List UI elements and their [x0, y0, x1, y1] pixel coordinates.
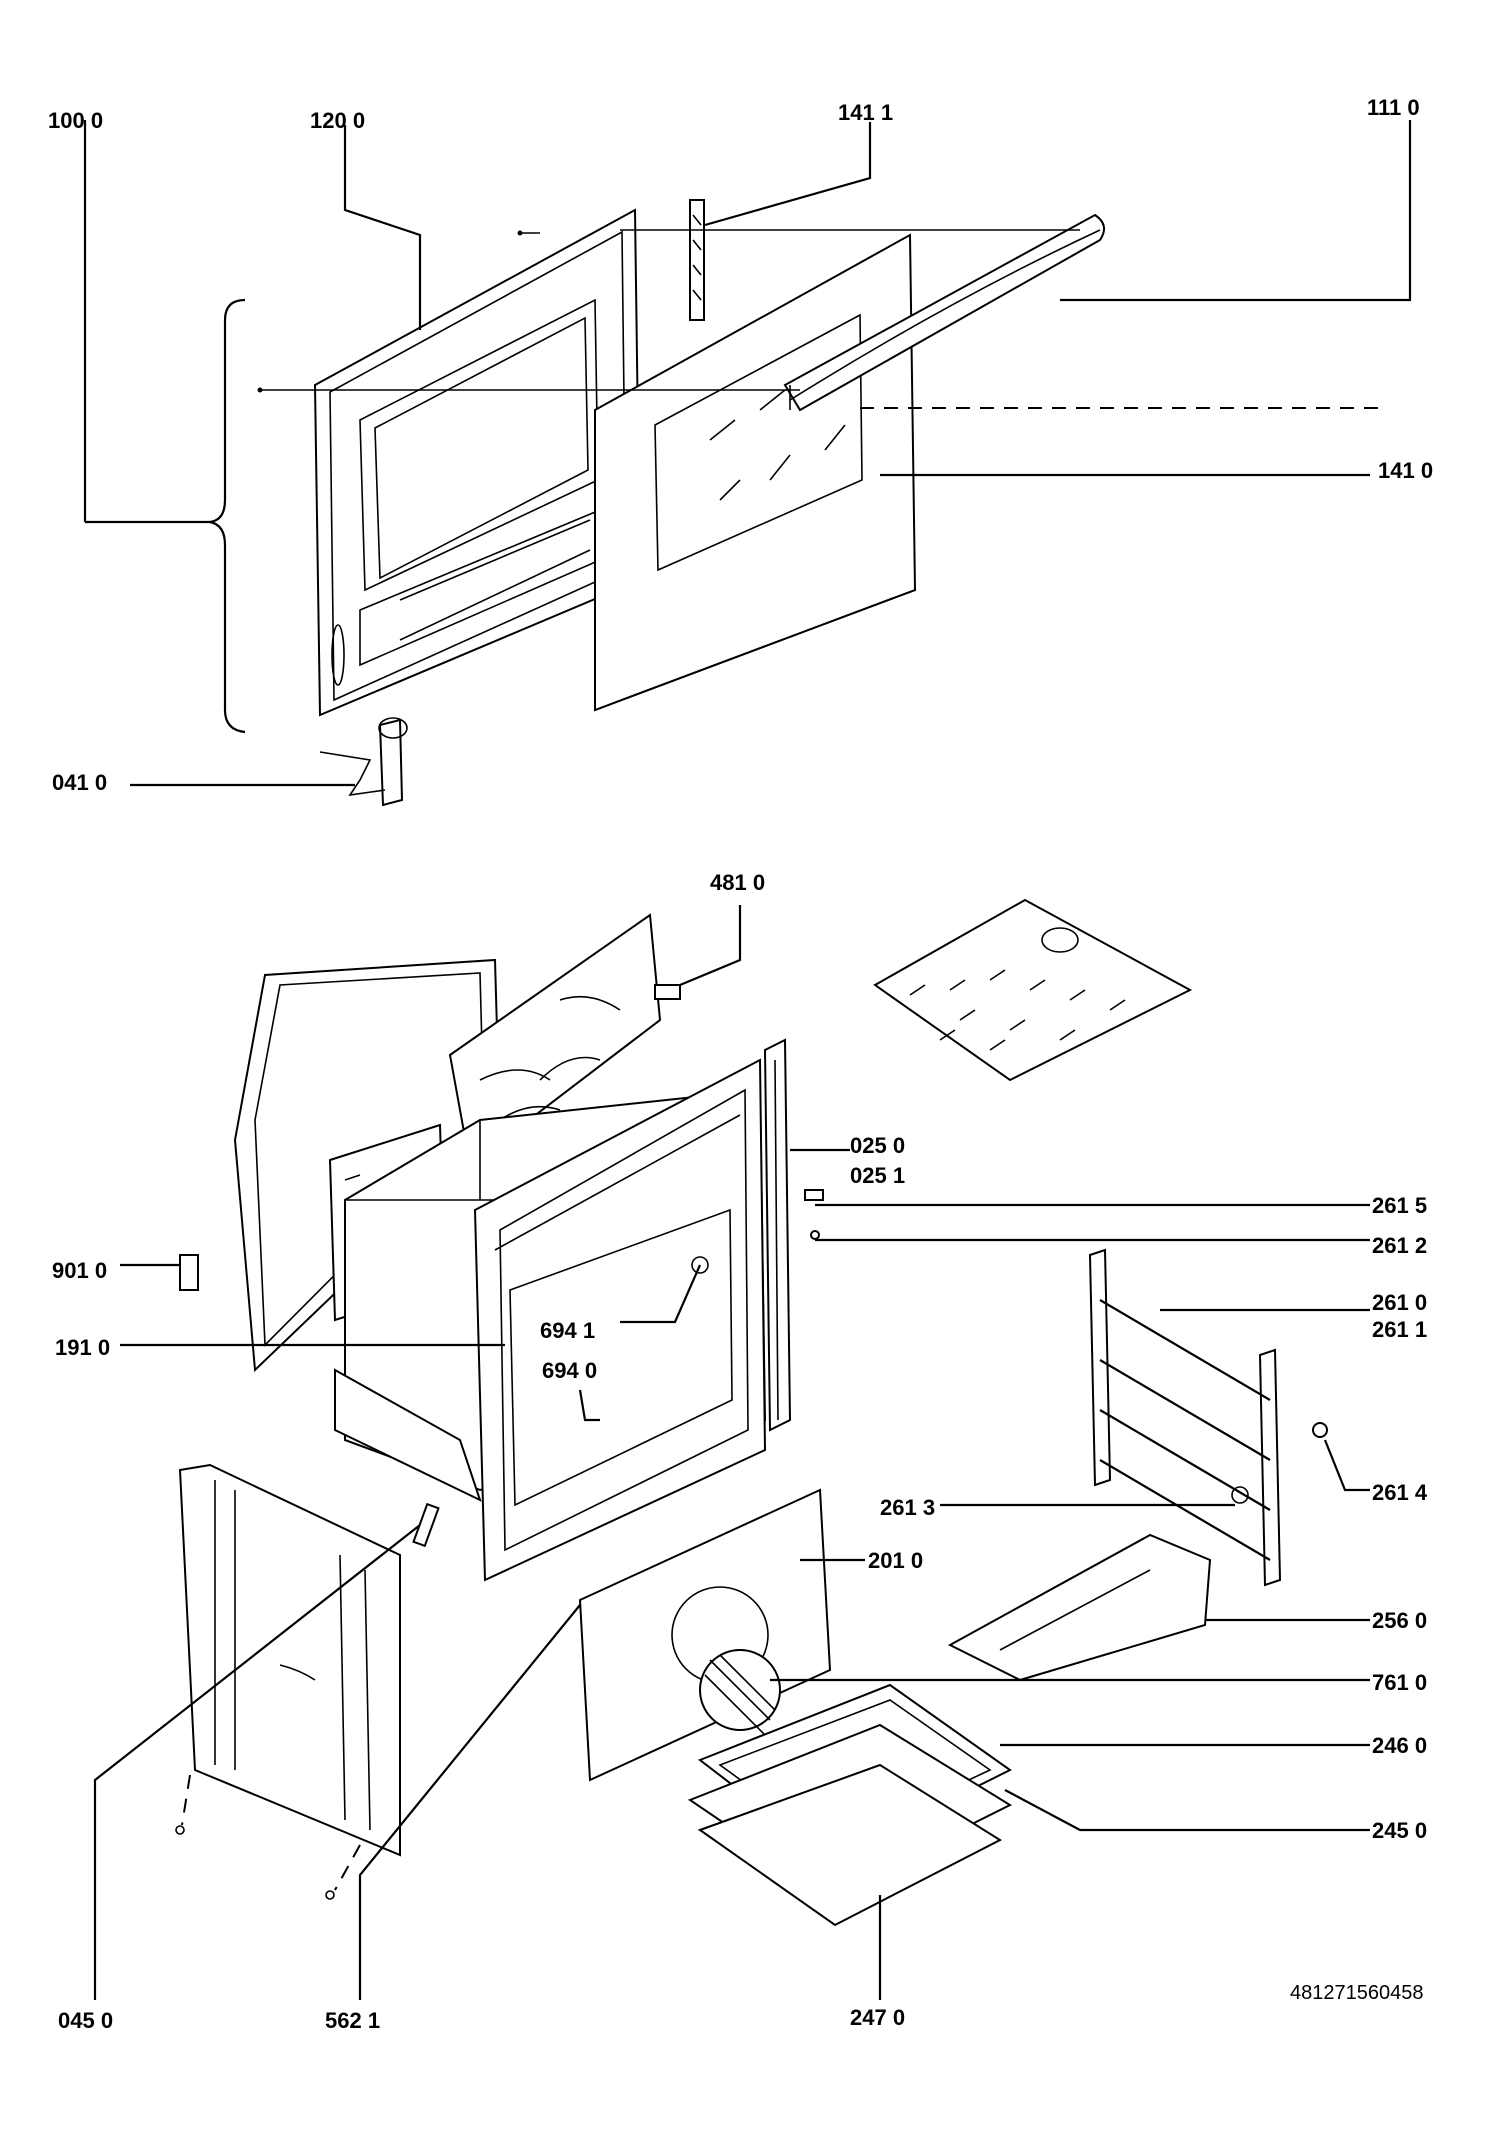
document-code: 481271560458 — [1290, 1982, 1423, 2004]
label-694-0: 694 0 — [542, 1358, 597, 1383]
label-694-1: 694 1 — [540, 1318, 595, 1343]
label-261-4: 261 4 — [1372, 1480, 1428, 1505]
part-labels: 100 0 120 0 141 1 111 0 141 0 041 0 481 … — [48, 95, 1433, 2033]
door-handle — [783, 213, 1105, 412]
label-261-3: 261 3 — [880, 1495, 935, 1520]
label-261-2: 261 2 — [1372, 1233, 1427, 1258]
outer-door-glass — [594, 233, 917, 712]
label-261-0: 261 0 — [1372, 1290, 1427, 1315]
baking-trays — [687, 1683, 1013, 1927]
label-247-0: 247 0 — [850, 2005, 905, 2030]
label-481-0: 481 0 — [710, 870, 765, 895]
label-201-0: 201 0 — [868, 1548, 923, 1573]
label-901-0: 901 0 — [52, 1258, 107, 1283]
label-045-0: 045 0 — [58, 2008, 113, 2033]
shelf-rack — [1088, 1248, 1282, 1587]
inner-door-panel — [313, 208, 642, 717]
label-141-0: 141 0 — [1378, 458, 1433, 483]
label-141-1: 141 1 — [838, 100, 893, 125]
label-245-0: 245 0 — [1372, 1818, 1427, 1843]
door-hinge — [319, 717, 408, 807]
label-246-0: 246 0 — [1372, 1733, 1427, 1758]
label-100-0: 100 0 — [48, 108, 103, 133]
label-562-1: 562 1 — [325, 2008, 380, 2033]
label-261-1: 261 1 — [1372, 1317, 1427, 1342]
label-261-5: 261 5 — [1372, 1193, 1427, 1218]
label-191-0: 191 0 — [55, 1335, 110, 1360]
label-256-0: 256 0 — [1372, 1608, 1427, 1633]
oven-cavity-assembly — [93, 898, 1370, 2000]
label-025-1: 025 1 — [850, 1163, 905, 1188]
label-025-0: 025 0 — [850, 1133, 905, 1158]
label-111-0: 111 0 — [1367, 95, 1420, 120]
seal-strip — [689, 199, 705, 321]
label-761-0: 761 0 — [1372, 1670, 1427, 1695]
door-assembly — [83, 120, 1412, 807]
label-041-0: 041 0 — [52, 770, 107, 795]
label-120-0: 120 0 — [310, 108, 365, 133]
